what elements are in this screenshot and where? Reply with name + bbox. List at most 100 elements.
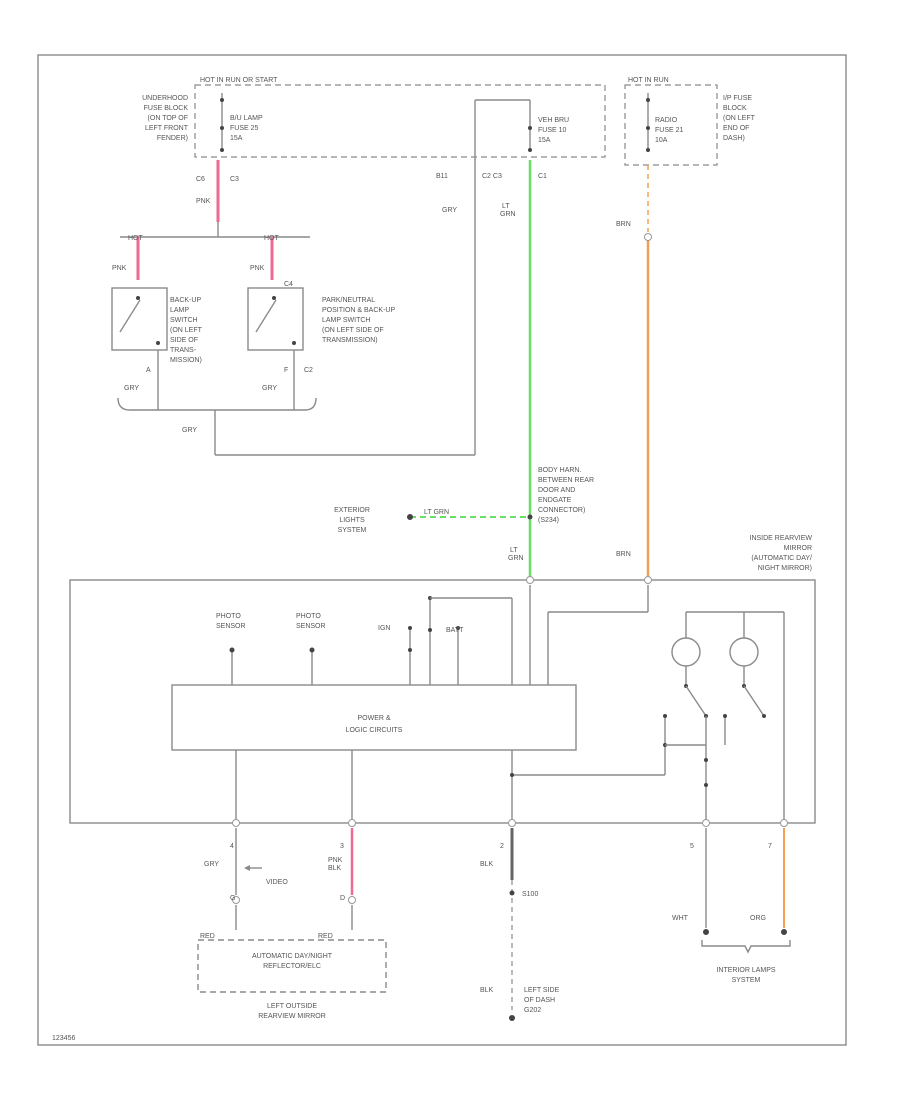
label-bs-2: LAMP xyxy=(170,307,189,314)
label-g: G xyxy=(230,895,235,902)
label-pin-5: 5 xyxy=(690,843,694,850)
backup-lamp-switch xyxy=(111,287,168,351)
label-pnk-1: PNK xyxy=(196,198,211,205)
label-plc-1: POWER & xyxy=(357,715,390,722)
label-ltgrn-x: LT GRN xyxy=(424,509,449,516)
label-pin-4: 4 xyxy=(230,843,234,850)
label-bh-2: BETWEEN REAR xyxy=(538,477,594,484)
label-ls-3: G202 xyxy=(524,1007,541,1014)
label-bh-6: (S234) xyxy=(538,517,559,524)
label-bh-5: CONNECTOR) xyxy=(538,507,585,514)
label-c2c3: C2 C3 xyxy=(482,173,502,180)
label-ext-2: LIGHTS xyxy=(339,517,365,524)
label-pn-2: POSITION & BACK-UP xyxy=(322,307,395,314)
label-a: A xyxy=(146,367,151,374)
label-bs-5: SIDE OF xyxy=(170,337,198,344)
park-neutral-switch xyxy=(247,287,304,351)
label-veh-fuse-3: 15A xyxy=(538,137,551,144)
label-irm-3: (AUTOMATIC DAY/ xyxy=(751,555,812,562)
label-c6: C6 xyxy=(196,176,205,183)
label-ls-2: OF DASH xyxy=(524,997,555,1004)
label-ltgrn-1a: LT xyxy=(502,203,510,210)
label-brn-1: BRN xyxy=(616,221,631,228)
label-hot-3: HOT xyxy=(128,235,144,242)
label-hot-4: HOT xyxy=(264,235,280,242)
label-c1: C1 xyxy=(538,173,547,180)
label-b11: B11 xyxy=(436,173,448,180)
label-gry-1: GRY xyxy=(442,207,457,214)
label-pnk-4b: BLK xyxy=(328,865,342,872)
label-adn-1: AUTOMATIC DAY/NIGHT xyxy=(252,953,333,960)
ground-g202 xyxy=(509,1015,515,1021)
label-photo-2b: SENSOR xyxy=(296,623,326,630)
diagram-frame xyxy=(37,54,847,1046)
label-c4: C4 xyxy=(284,281,293,288)
label-underhood-4: LEFT FRONT xyxy=(145,125,189,132)
label-bs-7: MISSION) xyxy=(170,357,202,364)
label-bu-fuse-1: B/U LAMP xyxy=(230,115,263,122)
label-hot-run: HOT IN RUN xyxy=(628,77,669,84)
label-irm-1: INSIDE REARVIEW xyxy=(750,535,813,542)
label-blk-2: BLK xyxy=(480,987,494,994)
ip-fuse-block xyxy=(624,84,718,166)
label-ip-fuse-1: I/P FUSE xyxy=(723,95,752,102)
label-bs-6: TRANS- xyxy=(170,347,197,354)
label-pin-2: 2 xyxy=(500,843,504,850)
label-hot-run-start: HOT IN RUN OR START xyxy=(200,77,278,84)
label-brn-2: BRN xyxy=(616,551,631,558)
label-pn-5: TRANSMISSION) xyxy=(322,337,378,344)
label-ls-1: LEFT SIDE xyxy=(524,987,560,994)
label-ext-3: SYSTEM xyxy=(338,527,367,534)
label-wht: WHT xyxy=(672,915,689,922)
label-irm-4: NIGHT MIRROR) xyxy=(758,565,812,572)
label-gry-3: GRY xyxy=(262,385,277,392)
label-photo-1b: SENSOR xyxy=(216,623,246,630)
label-org: ORG xyxy=(750,915,766,922)
label-gry-5: GRY xyxy=(204,861,219,868)
lamp-2-icon xyxy=(729,637,759,667)
exterior-lights-terminal xyxy=(407,514,413,520)
label-ext-1: EXTERIOR xyxy=(334,507,370,514)
label-irm-2: MIRROR xyxy=(784,545,812,552)
label-bh-1: BODY HARN. xyxy=(538,467,581,474)
label-batt: BATT xyxy=(446,627,464,634)
label-underhood-2: FUSE BLOCK xyxy=(144,105,189,112)
label-pn-1: PARK/NEUTRAL xyxy=(322,297,375,304)
label-veh-fuse-2: FUSE 10 xyxy=(538,127,567,134)
label-plc-2: LOGIC CIRCUITS xyxy=(346,727,403,734)
power-logic-circuits xyxy=(171,684,577,751)
label-pin-3: 3 xyxy=(340,843,344,850)
label-radio-fuse-1: RADIO xyxy=(655,117,678,124)
label-ip-fuse-4: END OF xyxy=(723,125,749,132)
label-photo-1a: PHOTO xyxy=(216,613,241,620)
label-bs-1: BACK-UP xyxy=(170,297,201,304)
label-lo-2: REARVIEW MIRROR xyxy=(258,1013,326,1020)
label-bh-3: DOOR AND xyxy=(538,487,575,494)
label-ip-fuse-3: (ON LEFT xyxy=(723,115,756,122)
label-pnk-4: PNK xyxy=(328,857,343,864)
label-adn-2: REFLECTOR/ELC xyxy=(263,963,321,970)
inside-rearview-mirror-module xyxy=(69,579,816,824)
label-ltgrn-2b: GRN xyxy=(508,555,524,562)
label-pnk-3: PNK xyxy=(250,265,265,272)
label-bu-fuse-3: 15A xyxy=(230,135,243,142)
label-radio-fuse-2: FUSE 21 xyxy=(655,127,684,134)
label-ign: IGN xyxy=(378,625,390,632)
label-bh-4: ENDGATE xyxy=(538,497,572,504)
label-pn-3: LAMP SWITCH xyxy=(322,317,371,324)
label-ip-fuse-5: DASH) xyxy=(723,135,745,142)
label-code: 123456 xyxy=(52,1035,75,1042)
label-gry-2: GRY xyxy=(124,385,139,392)
label-underhood-3: (ON TOP OF xyxy=(148,115,188,122)
label-bs-4: (ON LEFT xyxy=(170,327,203,334)
label-il-1: INTERIOR LAMPS xyxy=(716,967,775,974)
label-photo-2a: PHOTO xyxy=(296,613,321,620)
label-bs-3: SWITCH xyxy=(170,317,198,324)
label-red-2: RED xyxy=(318,933,333,940)
label-pn-4: (ON LEFT SIDE OF xyxy=(322,327,384,334)
label-gry-4: GRY xyxy=(182,427,197,434)
label-d: D xyxy=(340,895,345,902)
label-c2: C2 xyxy=(304,367,313,374)
label-red-1: RED xyxy=(200,933,215,940)
